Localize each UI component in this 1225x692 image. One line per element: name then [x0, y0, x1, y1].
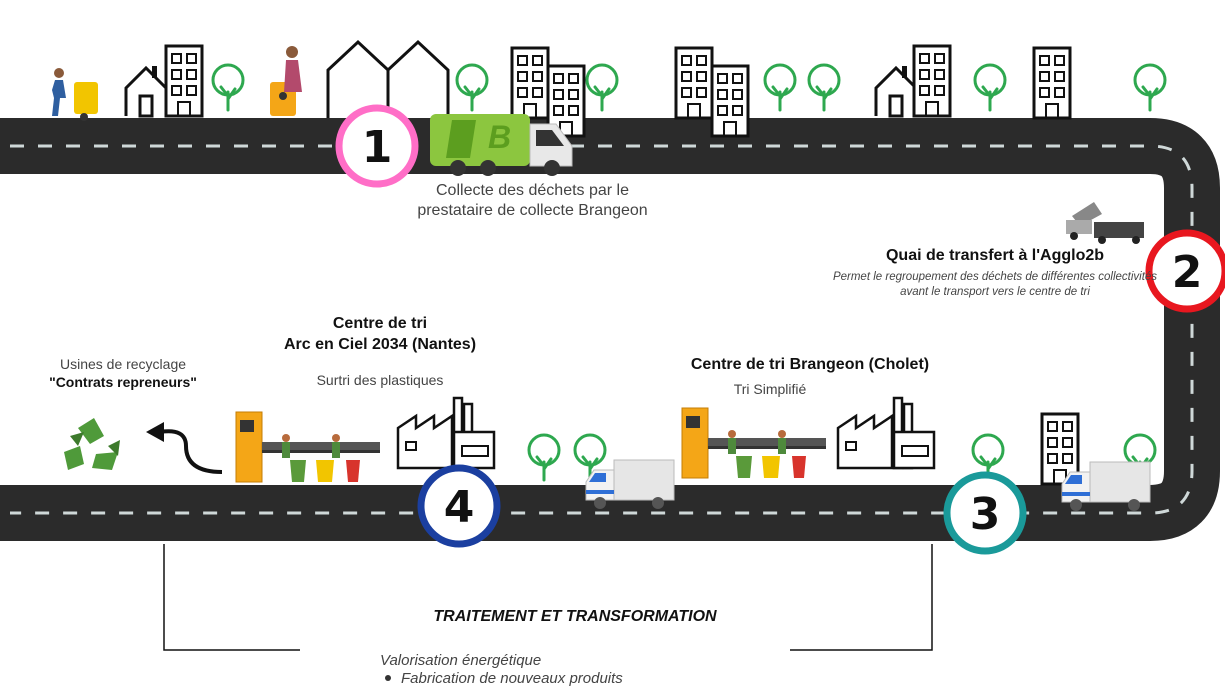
step-3-title: Centre de tri Brangeon (Cholet) [690, 356, 930, 373]
person-bin-icon [52, 68, 98, 121]
bullet-icon [385, 674, 391, 681]
step-3-number: 3 [970, 489, 1001, 540]
treatment-line-1: Valorisation énergétique [380, 652, 542, 669]
arrow-icon [146, 422, 223, 474]
building-icon [1032, 46, 1072, 120]
building-icon [510, 46, 550, 120]
tree-icon [763, 63, 797, 112]
recycle-icon [64, 418, 120, 470]
tree-icon [527, 433, 561, 482]
step-4-subtitle: Surtri des plastiques [316, 372, 444, 388]
tree-icon [585, 63, 619, 112]
treatment-title: TRAITEMENT ET TRANSFORMATION [433, 608, 717, 625]
step-4-number: 4 [444, 482, 475, 533]
building-icon [710, 64, 750, 138]
road [0, 118, 1220, 541]
step-2-circle: 2 [1145, 229, 1225, 313]
step-4-title-line1: Centre de tri [332, 315, 428, 332]
treatment-line-2-text: Fabrication de nouveaux produits [401, 670, 623, 687]
person-bin-icon [270, 46, 302, 116]
sorting-line-icon [235, 411, 381, 483]
factory-icon [836, 396, 936, 470]
tree-icon [973, 63, 1007, 112]
house-icon [124, 64, 168, 118]
building-icon [164, 44, 204, 118]
factory-icon [396, 396, 496, 470]
truck-logo: B [488, 119, 511, 155]
step-3-circle: 3 [943, 471, 1027, 555]
step-4-title-line2: Arc en Ciel 2034 (Nantes) [283, 336, 477, 353]
step-4-title: Centre de tri Arc en Ciel 2034 (Nantes) [230, 313, 530, 355]
transfer-truck-icon [1066, 202, 1144, 244]
step-2-number: 2 [1172, 247, 1203, 298]
building-icon [912, 44, 952, 118]
step-2-title: Quai de transfert à l'Agglo2b [885, 247, 1105, 264]
step-1-circle: 1 [335, 104, 419, 188]
step-1-caption: Collecte des déchets par le prestataire … [417, 182, 648, 219]
treatment-line-2: Fabrication de nouveaux produits [385, 670, 623, 687]
step-1-number: 1 [362, 122, 393, 173]
tree-icon [211, 63, 245, 112]
tree-icon [807, 63, 841, 112]
tree-icon [1133, 63, 1167, 112]
step-3-subtitle: Tri Simplifié [733, 381, 807, 397]
treatment-bracket [163, 544, 933, 651]
tree-icon [455, 63, 489, 112]
recycling-label: Usines de recyclage [59, 356, 187, 372]
recycling-contracts: "Contrats repreneurs" [49, 374, 197, 390]
sorting-line-icon [681, 407, 827, 479]
building-icon [674, 46, 714, 120]
step-4-circle: 4 [417, 464, 501, 548]
house-icon [874, 64, 918, 118]
garbage-truck-icon: B [430, 114, 573, 176]
step-2-description: Permet le regroupement des déchets de di… [832, 271, 1158, 298]
